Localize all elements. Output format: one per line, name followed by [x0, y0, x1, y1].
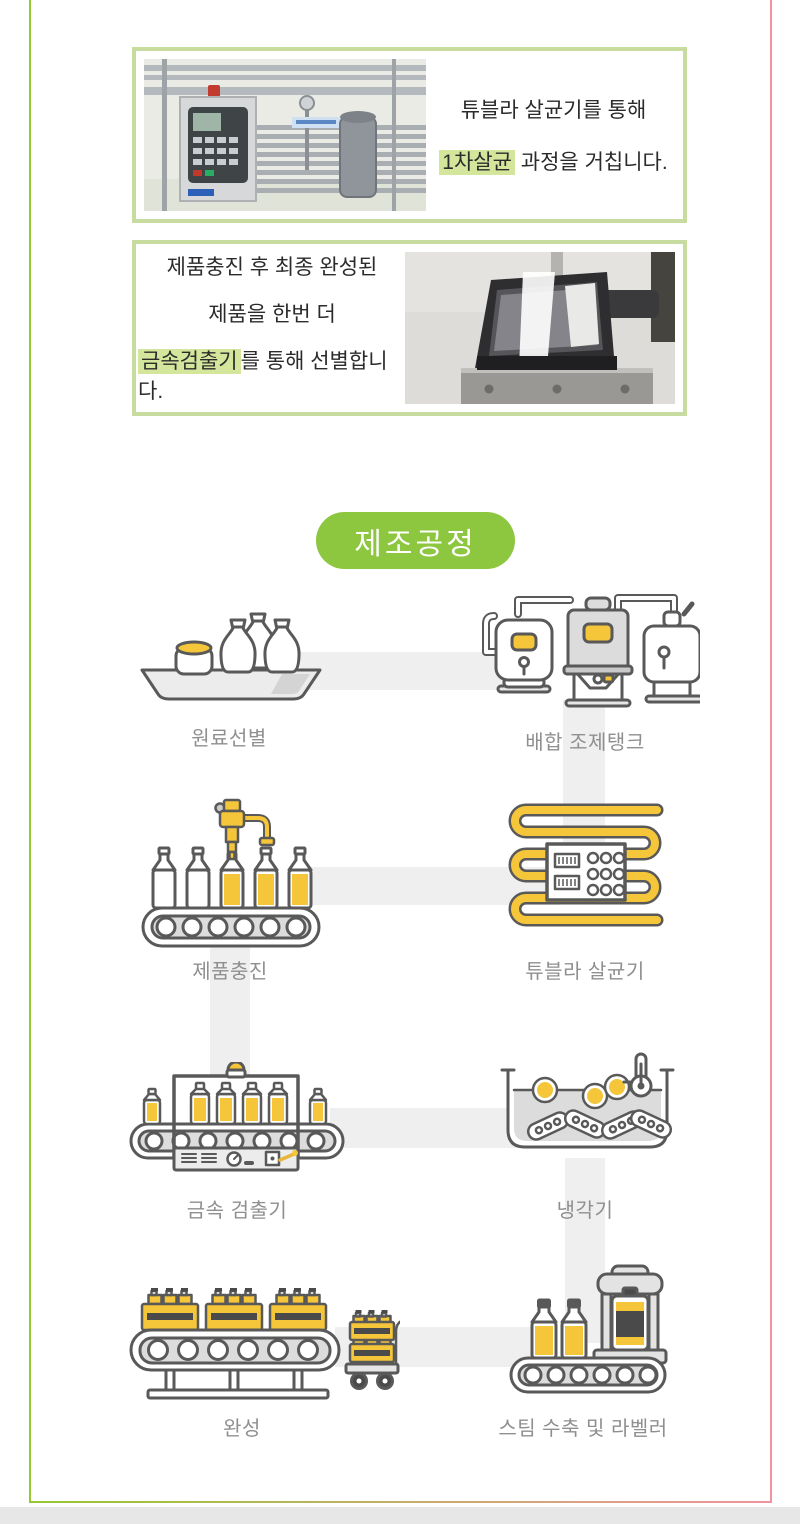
cooler-icon [500, 1052, 675, 1149]
filling-machine-icon [141, 798, 321, 948]
step-label-steam-shrink-labeler: 스팀 수축 및 라벨러 [498, 1418, 668, 1440]
step-label-filling: 제품충진 [192, 961, 268, 983]
frame-left-line [29, 0, 31, 1503]
metal-detector-icon [129, 1062, 345, 1172]
frame-right-line [770, 0, 772, 1503]
sterilizer-info-box: 튜블라 살균기를 통해 1차살균 과정을 거칩니다. [132, 47, 687, 223]
mixing-tank-icon [482, 594, 700, 708]
completed-products-icon [129, 1288, 400, 1400]
text-line: 1차살균 과정을 거칩니다. [439, 146, 668, 176]
text-line: 제품충진 후 최종 완성된 [166, 256, 378, 279]
sterilizer-text: 튜블라 살균기를 통해 1차살균 과정을 거칩니다. [426, 51, 681, 219]
raw-material-icon [140, 612, 322, 701]
step-label-complete: 완성 [223, 1418, 261, 1440]
highlight-1st-sterilization: 1차살균 [439, 150, 515, 175]
steam-shrink-labeler-icon [509, 1264, 668, 1394]
text-line: 튜블라 살균기를 통해 [460, 99, 647, 122]
frame-bottom-line [29, 1501, 772, 1503]
step-label-raw-material: 원료선별 [191, 728, 267, 750]
step-label-tubular-sterilizer: 튜블라 살균기 [525, 961, 645, 983]
text-line: 제품을 한번 더 [208, 303, 336, 326]
step-label-metal-detector: 금속 검출기 [186, 1200, 288, 1222]
highlight-metal-detector: 금속검출기 [138, 349, 241, 374]
page-bottom-strip [0, 1507, 800, 1524]
section-badge: 제조공정 [316, 512, 515, 569]
metal-detector-photo [405, 252, 675, 404]
step-label-mixing-tank: 배합 조제탱크 [525, 732, 645, 754]
flow-connector-h1 [300, 652, 505, 690]
tubular-sterilizer-photo [144, 59, 426, 211]
step-label-cooler: 냉각기 [556, 1200, 614, 1222]
flow-connector-h3 [330, 1108, 525, 1148]
tubular-sterilizer-icon [508, 803, 664, 927]
section-badge-label: 제조공정 [354, 527, 477, 561]
